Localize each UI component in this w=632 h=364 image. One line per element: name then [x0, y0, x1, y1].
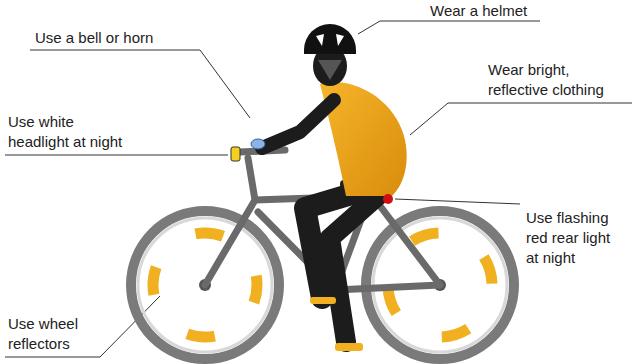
helmet [304, 24, 356, 54]
face [318, 60, 342, 80]
callout-label: Wear a helmet [430, 1, 570, 21]
callout-label: Use a bell or horn [35, 28, 215, 48]
callout-label: Wear bright, reflective clothing [488, 60, 628, 100]
leader-lines [5, 21, 632, 357]
callout-label: Use flashing red rear light at night [526, 208, 626, 268]
helmet-vents [316, 34, 344, 46]
rider-arm [262, 100, 334, 148]
callout-label: Use wheel reflectors [8, 314, 98, 354]
callout-label: Use white headlight at night [8, 112, 128, 152]
headlight [231, 147, 240, 161]
rear-light [383, 194, 393, 204]
shoe [310, 297, 336, 304]
bell [251, 139, 265, 149]
shoe [335, 343, 363, 351]
rider-legs [305, 188, 382, 342]
